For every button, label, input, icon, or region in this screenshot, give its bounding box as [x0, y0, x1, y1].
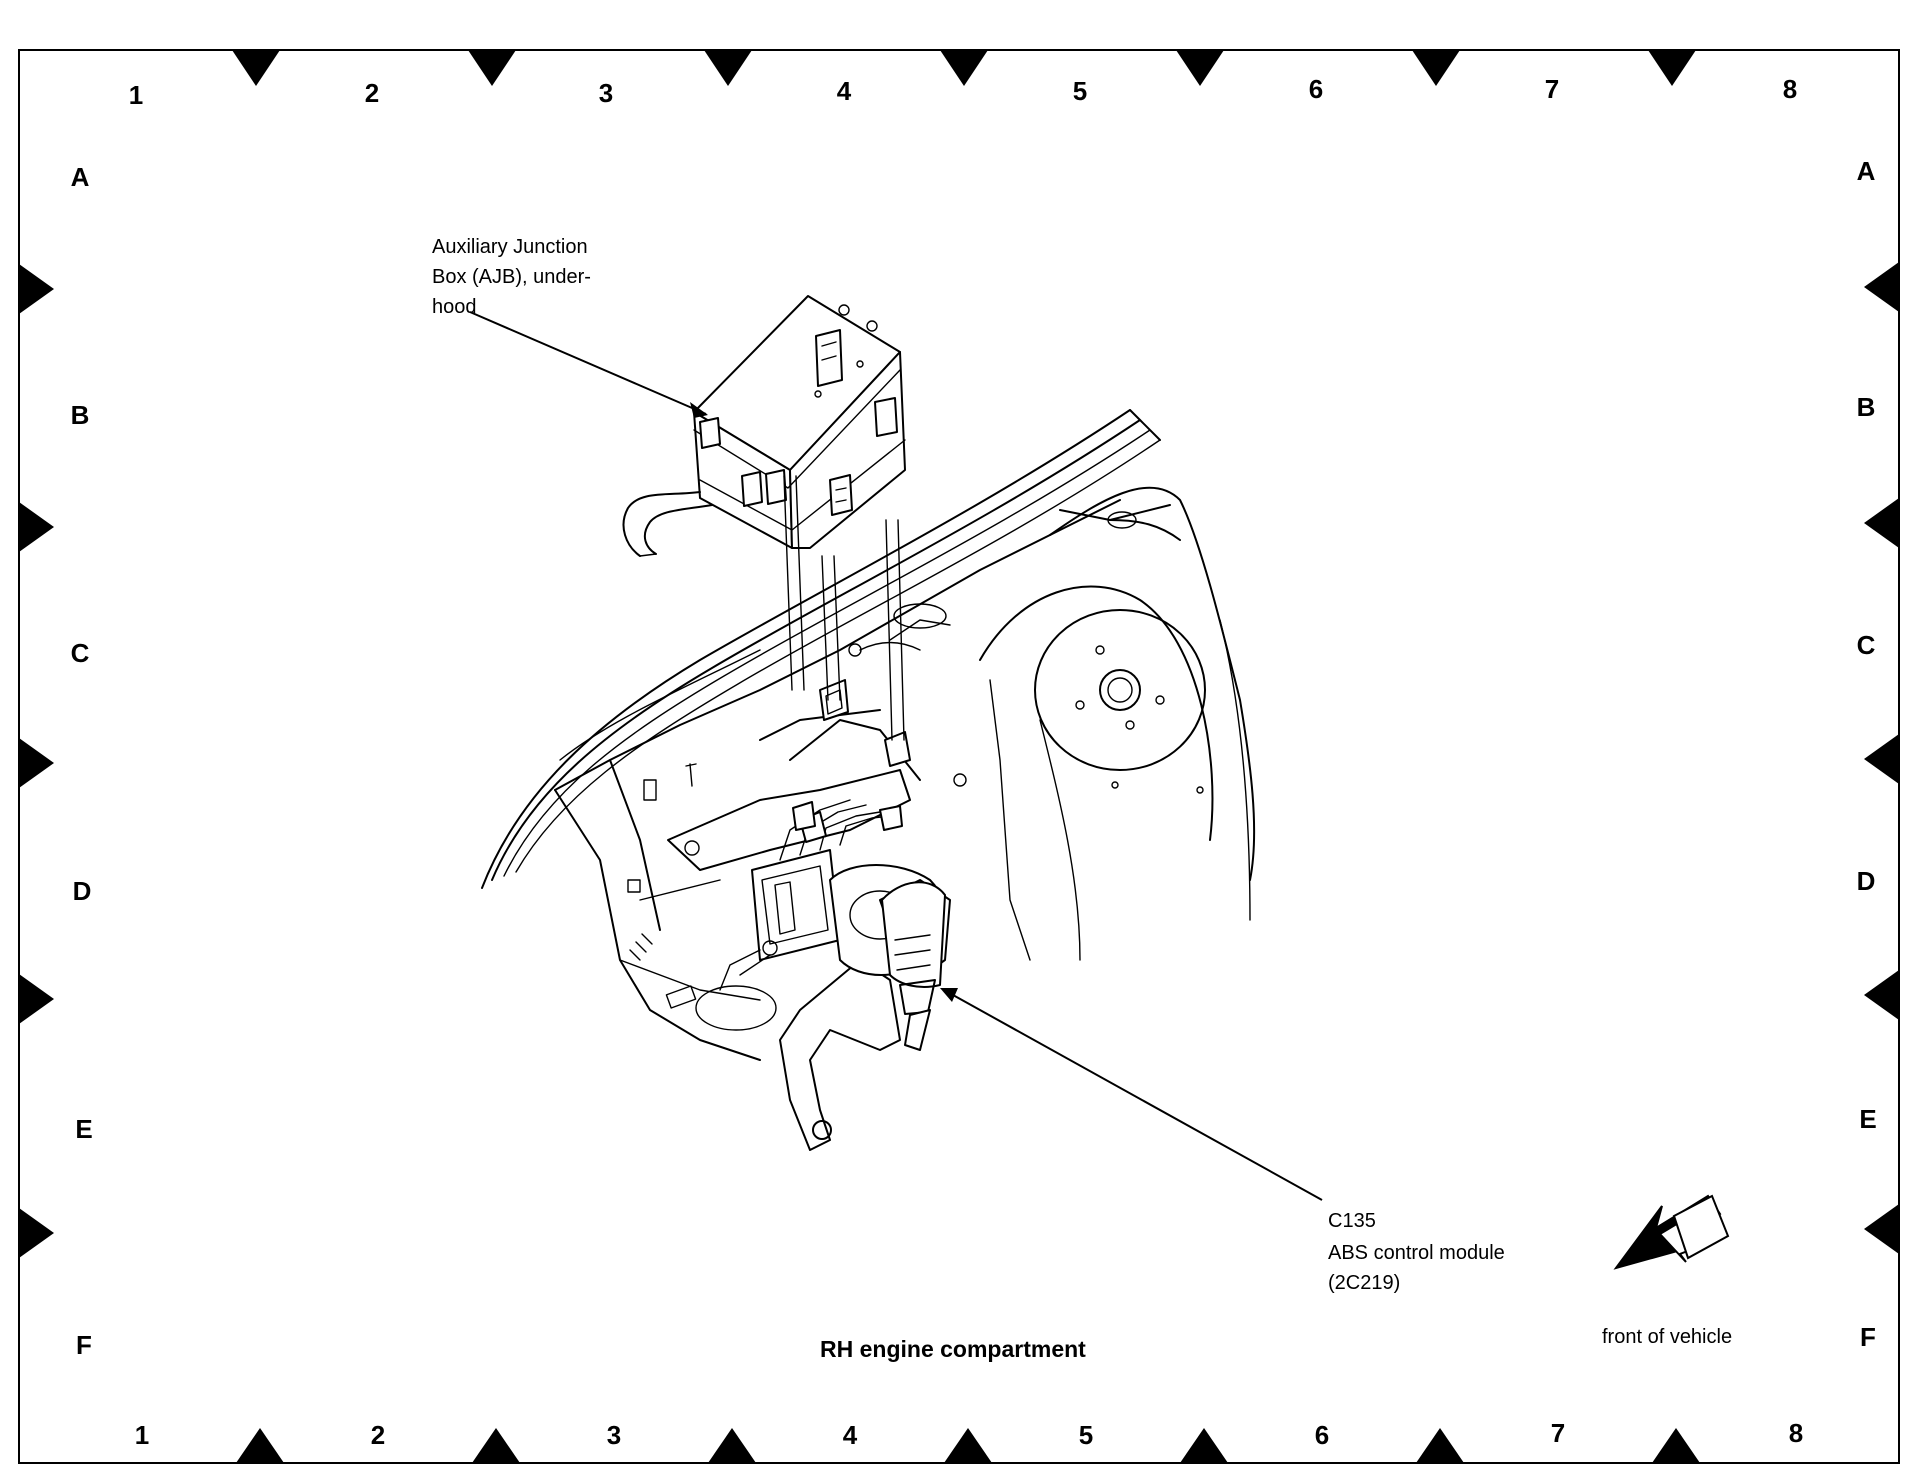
col-label: 8: [1783, 74, 1797, 104]
strut-tower: [848, 486, 1256, 961]
row-labels-left: A B C D E F: [71, 162, 93, 1360]
col-label: 6: [1315, 1420, 1329, 1450]
row-label: B: [71, 400, 90, 430]
c135-leader-line: [943, 989, 1323, 1201]
row-label: E: [1859, 1104, 1876, 1134]
row-label: B: [1857, 392, 1876, 422]
col-label: 4: [837, 76, 852, 106]
col-label: 7: [1545, 74, 1559, 104]
col-label: 2: [371, 1420, 385, 1450]
col-label: 7: [1551, 1418, 1565, 1448]
col-label: 5: [1079, 1420, 1093, 1450]
ajb-leader-arrow: [690, 402, 708, 418]
engine-compartment-illustration: [481, 295, 1256, 1151]
col-label: 3: [599, 78, 613, 108]
col-label: 4: [843, 1420, 858, 1450]
grid-ticks: [19, 50, 1899, 1463]
direction-arrow-icon: [1613, 1194, 1730, 1270]
ajb-callout: Auxiliary Junction Box (AJB), under- hoo…: [432, 236, 591, 318]
orientation-label: front of vehicle: [1602, 1326, 1733, 1348]
column-labels-bottom: 1 2 3 4 5 6 7 8: [135, 1418, 1803, 1450]
col-label: 6: [1309, 74, 1323, 104]
c135-leader-arrow: [940, 988, 958, 1002]
column-labels-top: 1 2 3 4 5 6 7 8: [129, 74, 1797, 110]
diagram-frame: [18, 49, 1900, 1464]
row-label: C: [1857, 630, 1876, 660]
col-label: 3: [607, 1420, 621, 1450]
c135-connector-id: C135: [1328, 1210, 1376, 1232]
inner-fender-apron: [554, 499, 1121, 1061]
ajb-leader-line: [469, 311, 707, 415]
col-label: 2: [365, 78, 379, 108]
row-label: D: [1857, 866, 1876, 896]
c135-callout: ABS control module (2C219): [1328, 1242, 1505, 1294]
row-label: F: [76, 1330, 92, 1360]
fender-rail: [481, 409, 1161, 889]
diagram-caption: RH engine compartment: [820, 1336, 1086, 1362]
row-labels-right: A B C D E F: [1857, 156, 1877, 1352]
col-label: 1: [129, 80, 143, 110]
col-label: 1: [135, 1420, 149, 1450]
col-label: 5: [1073, 76, 1087, 106]
row-label: F: [1860, 1322, 1876, 1352]
auxiliary-junction-box: [622, 295, 906, 741]
row-label: E: [75, 1114, 92, 1144]
row-label: A: [1857, 156, 1876, 186]
col-label: 8: [1789, 1418, 1803, 1448]
row-label: D: [73, 876, 92, 906]
row-label: A: [71, 162, 90, 192]
abs-modulator: [719, 799, 951, 1051]
row-label: C: [71, 638, 90, 668]
